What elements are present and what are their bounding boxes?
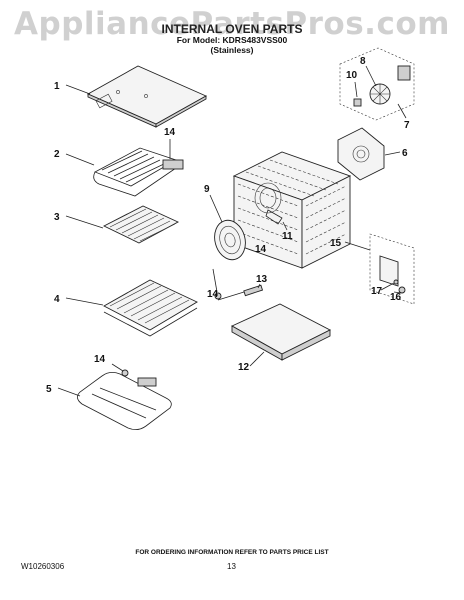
page-title: INTERNAL OVEN PARTS <box>161 22 303 36</box>
callout-14-bake: 14 <box>94 354 106 365</box>
finish-subtitle: (Stainless) <box>210 45 254 55</box>
document-number: W10260306 <box>21 562 65 571</box>
callout-14-broil: 14 <box>164 127 176 138</box>
callout-14-fan: 14 <box>207 289 219 300</box>
oven-cavity <box>232 151 352 269</box>
part-15-bracket-assembly <box>344 233 415 305</box>
callout-6: 6 <box>402 148 408 159</box>
callout-13: 13 <box>256 274 268 285</box>
part-11-bracket <box>265 209 288 231</box>
fan-motor-assembly <box>339 47 415 121</box>
model-subtitle: For Model: KDRS483VSS00 <box>176 35 288 45</box>
callout-15: 15 <box>330 238 342 249</box>
watermark: AppliancePartsPros.com <box>14 6 450 42</box>
callout-8: 8 <box>360 56 366 67</box>
part-1-top-panel <box>65 65 208 128</box>
part-3-oven-rack <box>65 205 180 244</box>
callout-1: 1 <box>54 81 60 92</box>
part-13-sensor <box>217 283 264 301</box>
callout-5: 5 <box>46 384 52 395</box>
callout-9: 9 <box>204 184 210 195</box>
callout-10: 10 <box>346 70 358 81</box>
ordering-note: FOR ORDERING INFORMATION REFER TO PARTS … <box>135 549 329 556</box>
part-5-bake-element <box>57 372 172 430</box>
callout-2: 2 <box>54 149 60 160</box>
part-4-sliding-rack <box>65 279 198 337</box>
callout-17: 17 <box>371 286 383 297</box>
callout-4: 4 <box>54 294 60 305</box>
part-2-broil-element <box>65 139 184 197</box>
callout-11: 11 <box>282 231 293 242</box>
part-9-fan-cover <box>209 194 246 261</box>
callout-16: 16 <box>390 292 402 303</box>
callout-7: 7 <box>404 120 410 131</box>
page-number: 13 <box>227 562 236 571</box>
part-12-bottom-panel <box>231 303 331 367</box>
callout-3: 3 <box>54 212 60 223</box>
callout-12: 12 <box>238 362 250 373</box>
callout-14-cavity: 14 <box>255 244 267 255</box>
part-6-fan-plate <box>337 127 401 181</box>
